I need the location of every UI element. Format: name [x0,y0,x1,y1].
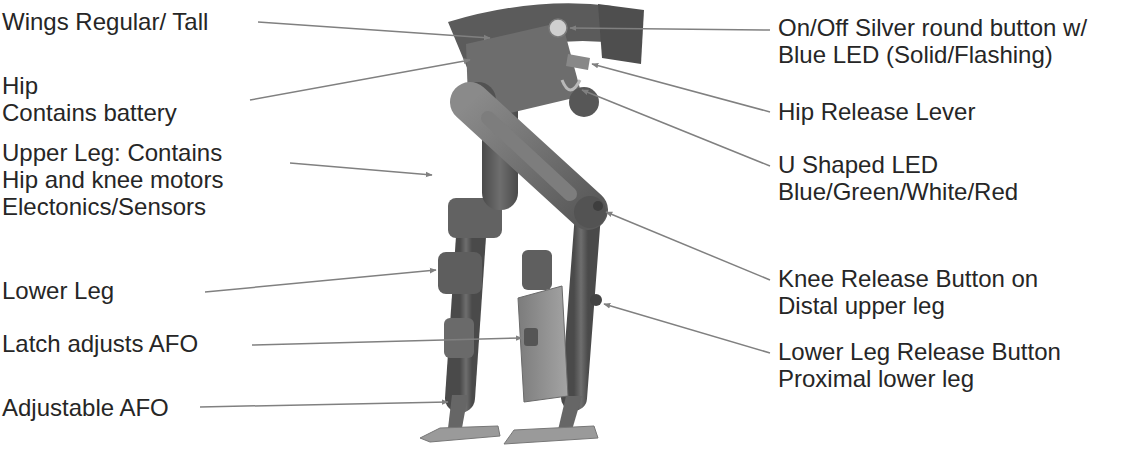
label-block: Knee Release Button on Distal upper leg [778,265,1058,319]
shin-plate [518,286,568,402]
part-label: Hip Contains battery [2,72,177,126]
upper-leg-beam [470,102,588,210]
leader-line [606,212,770,280]
leader-line [570,28,770,30]
label-block: Adjustable AFO [2,394,169,421]
label-block: U Shaped LED Blue/Green/White/Red [778,151,1033,205]
front-afo [558,396,582,430]
rear-latch [444,318,474,358]
label-block: Hip Release Lever [778,98,975,125]
leader-line [205,270,436,292]
part-label: Knee Release Button on Distal upper leg [778,265,1038,319]
part-label: Upper Leg: Contains Hip and knee motors … [2,139,223,220]
front-leg [504,214,602,444]
leader-line [290,163,432,175]
front-lower-leg [574,214,588,398]
knee-release-button [593,201,603,211]
lower-leg-release-button [590,294,602,306]
label-block: Lower Leg Release Button Proximal lower … [778,338,1078,392]
line-spacer [956,151,1033,153]
part-label: Latch adjusts AFO [2,330,198,357]
leader-lines [200,22,770,407]
front-calf-cuff [522,250,552,290]
afo-latch [524,328,538,346]
leader-line [250,60,470,100]
label-block: Upper Leg: Contains Hip and knee motors … [2,139,240,220]
part-label: Hip Release Lever [778,98,975,125]
line-spacer [72,72,192,74]
label-block: Lower Leg [2,277,114,304]
rear-foot-plate [420,426,500,442]
knee-joint [574,196,606,228]
label-block: Latch adjusts AFO [2,330,198,357]
rear-leg [420,198,502,442]
leader-line [258,22,490,38]
leader-line [200,402,448,407]
u-shaped-led [562,80,580,90]
leader-line [252,338,522,345]
label-block: Wings Regular/ Tall [2,8,208,35]
part-label: On/Off Silver round button w/ Blue LED (… [778,14,1087,68]
part-label: U Shaped LED Blue/Green/White/Red [778,151,1018,205]
rear-lower-leg [460,222,472,398]
part-label: Lower Leg Release Button Proximal lower … [778,338,1061,392]
front-upper-leg [470,102,606,228]
part-label: Wings Regular/ Tall [2,8,208,35]
rear-afo [448,395,468,428]
hip-release-lever [566,54,590,70]
part-label: Adjustable AFO [2,394,169,421]
beam-emboss [488,118,570,194]
label-block: Hip Contains battery [2,72,192,126]
label-block: On/Off Silver round button w/ Blue LED (… [778,14,1103,68]
rear-calf-cuff [438,252,482,294]
part-label: Lower Leg [2,277,114,304]
leader-line [604,304,770,353]
front-foot-plate [504,426,598,444]
right-wing [598,4,644,64]
on-off-button [549,19,567,37]
leader-line [582,90,770,166]
